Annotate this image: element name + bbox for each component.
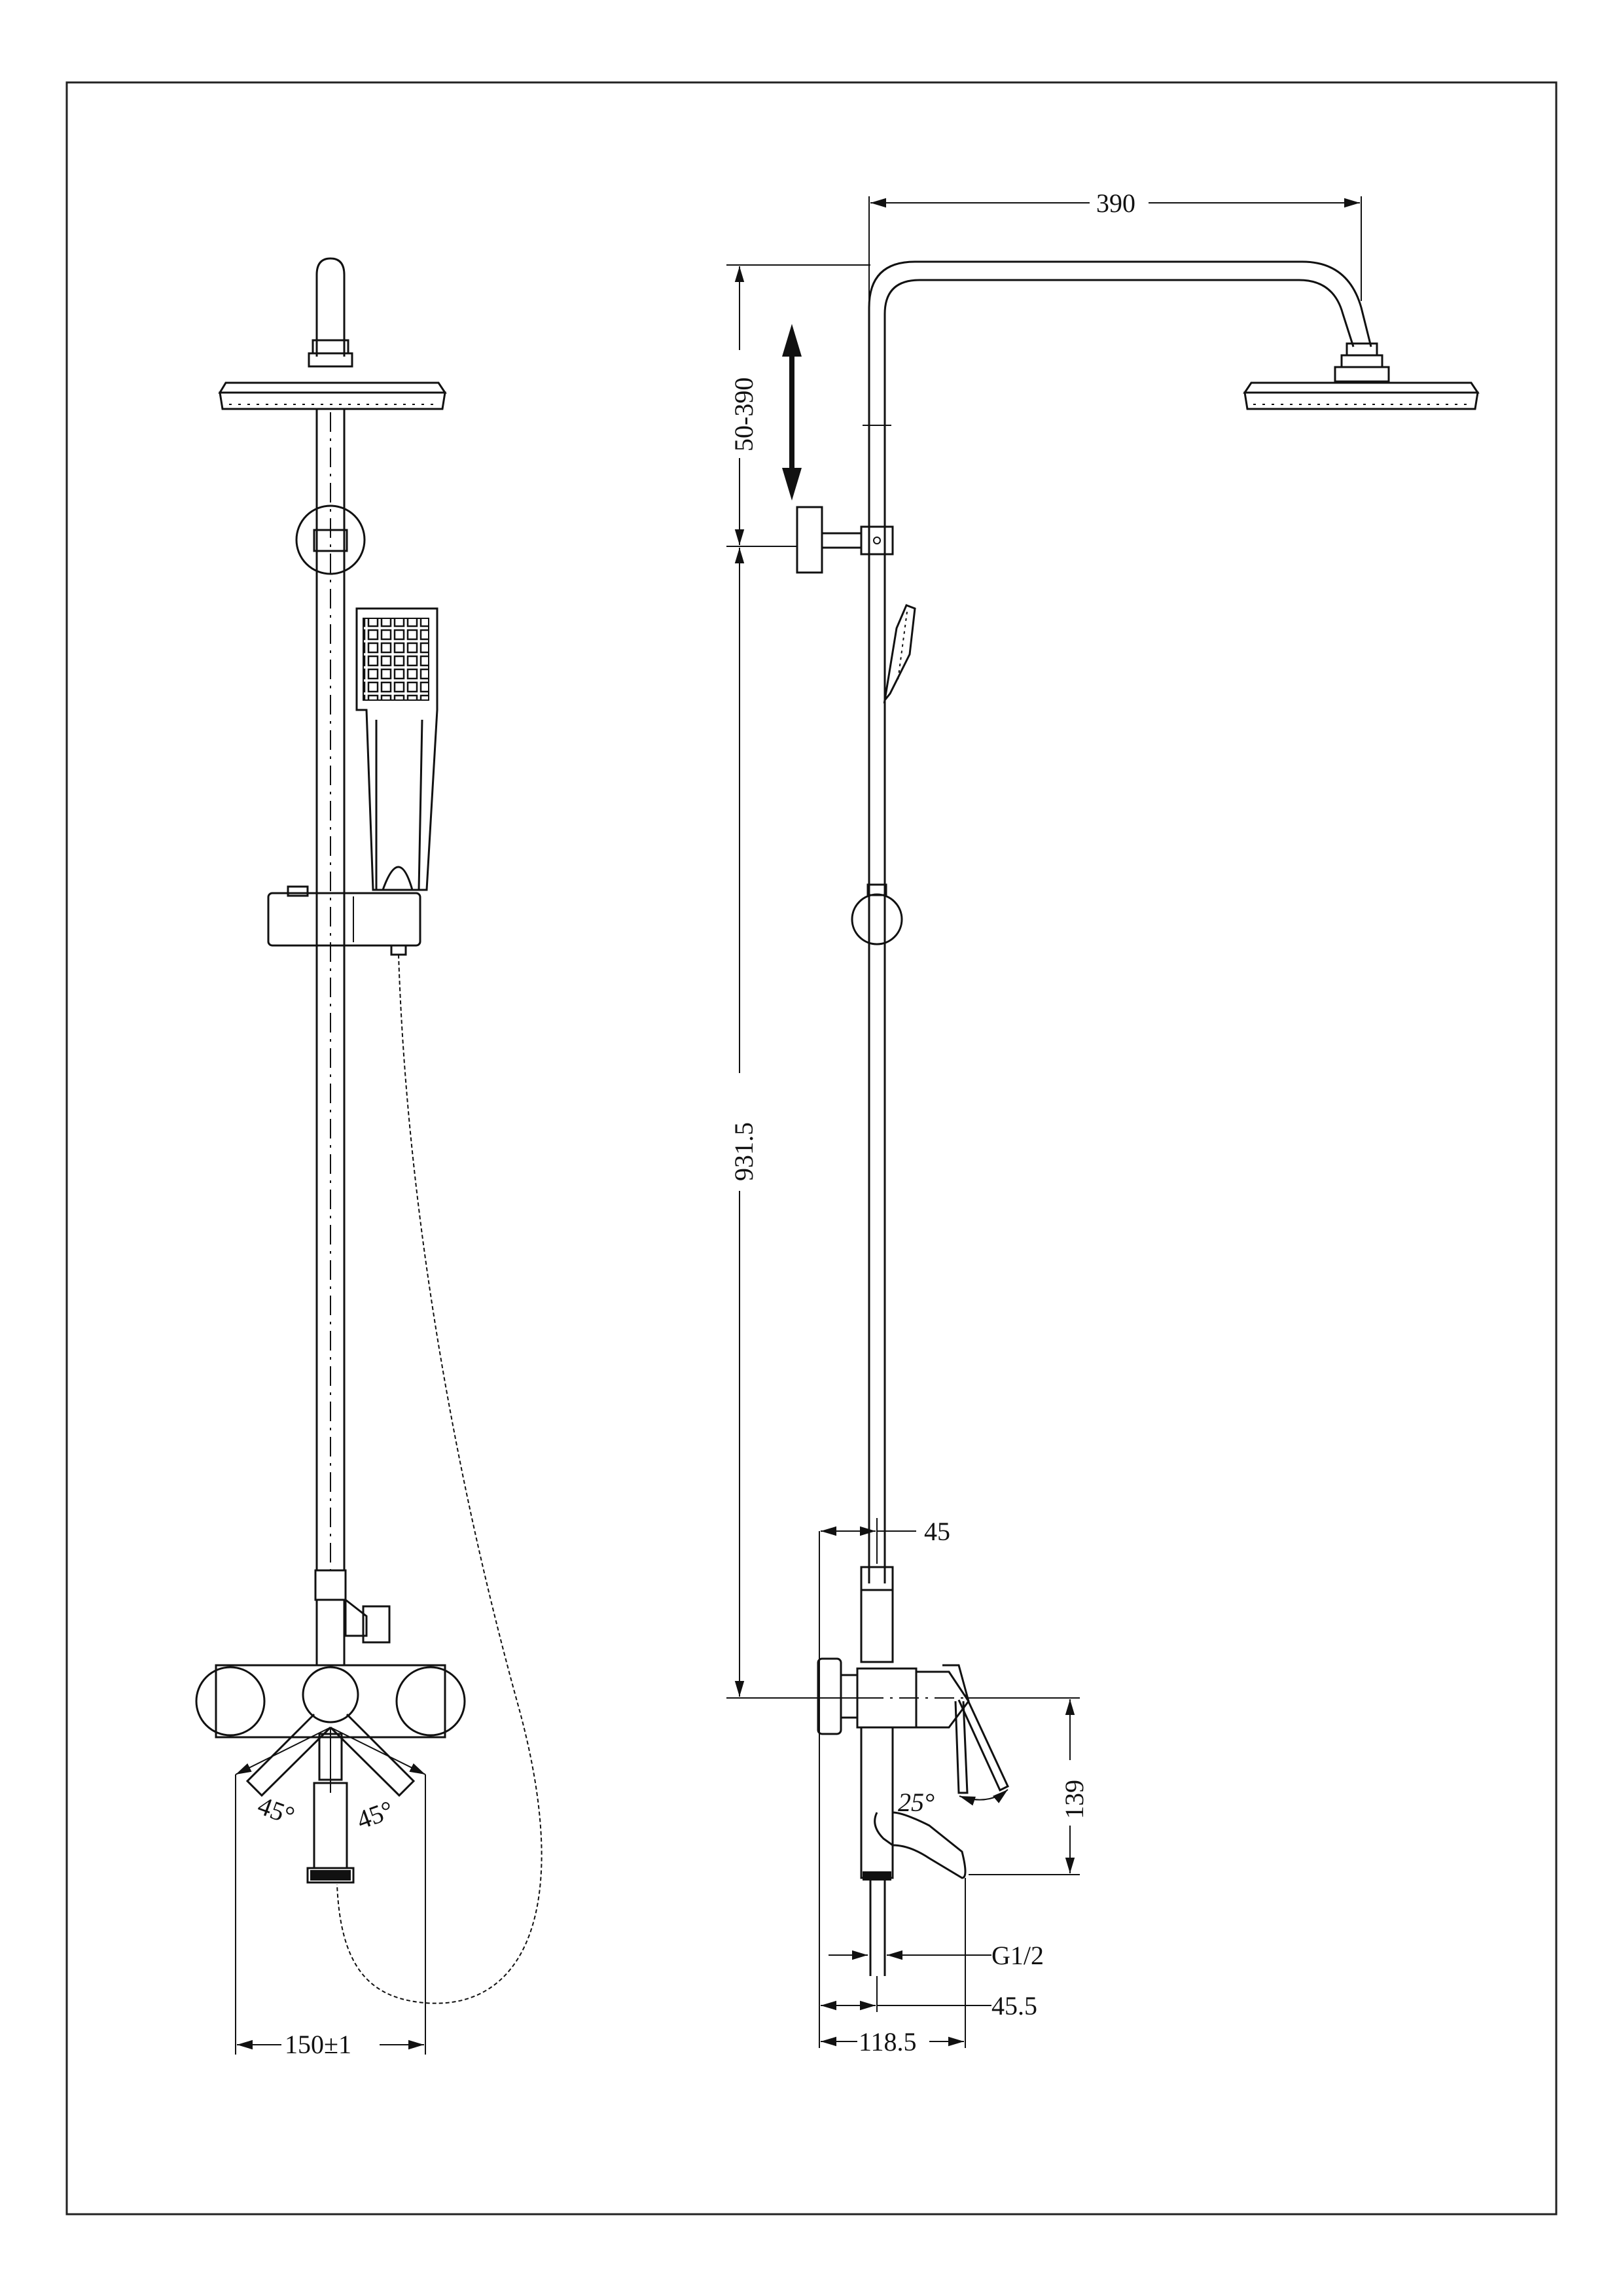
adjustment-arrow xyxy=(782,324,802,501)
shower-arm xyxy=(868,260,1372,523)
centers-dimension: 150±1 xyxy=(285,2030,351,2059)
height-adjust-dimension: 50-390 xyxy=(729,378,758,451)
spout-offset-dimension: 45.5 xyxy=(991,1991,1037,2021)
pipe-offset-dimension: 45 xyxy=(924,1517,950,1546)
overall-height-dimension: 931.5 xyxy=(729,1122,758,1181)
drawing-border xyxy=(65,81,1558,2216)
slider-knob xyxy=(851,893,903,945)
angle-label-right: 45° xyxy=(353,1795,397,1835)
rain-shower-head xyxy=(218,381,447,410)
diverter xyxy=(314,1569,391,1665)
lever-angle-dimension: 25° xyxy=(898,1788,935,1817)
connection-dimension: G1/2 xyxy=(991,1941,1044,1970)
shower-hose xyxy=(336,954,543,2004)
riser-pipe xyxy=(315,409,346,1570)
wall-bracket xyxy=(295,504,366,575)
outlet-height-dimension: 139 xyxy=(1060,1780,1089,1819)
mixer-body-side xyxy=(817,1657,1009,1976)
side-view xyxy=(726,196,1480,2048)
slide-bar-holder xyxy=(267,885,421,956)
hand-shower-side xyxy=(883,604,916,704)
hand-shower xyxy=(355,607,438,891)
arm-length-dimension: 390 xyxy=(1096,188,1135,218)
angle-label-left: 45° xyxy=(254,1790,298,1830)
front-view xyxy=(195,257,543,2055)
depth-dimension: 118.5 xyxy=(859,2027,917,2057)
wall-mount-side xyxy=(796,506,894,574)
rain-shower-head-side xyxy=(1243,381,1480,410)
